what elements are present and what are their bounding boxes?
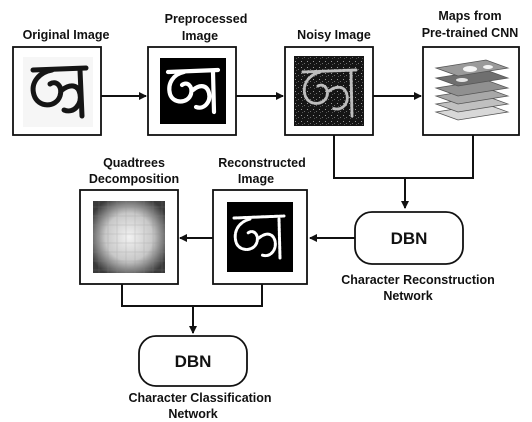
preprocessed-image-label-line1: Preprocessed (165, 12, 248, 26)
original-image-box (12, 46, 102, 136)
classification-network-label-line2: Network (168, 407, 217, 421)
original-image-label: Original Image (23, 28, 110, 42)
preprocessed-glyph (165, 67, 221, 115)
maps-label-line2: Pre-trained CNN (422, 26, 519, 40)
quadtrees-label-line1: Quadtrees (103, 156, 165, 170)
noisy-image-label: Noisy Image (297, 28, 371, 42)
maps-label-line1: Maps from (438, 9, 501, 23)
reconstructed-image-label-line2: Image (238, 172, 274, 186)
reconstructed-image-label-line1: Reconstructed (218, 156, 306, 170)
preprocessed-image-label-line2: Image (182, 29, 218, 43)
quadtrees-decomposition-box (79, 189, 179, 285)
dbn-reconstruction-node: DBN (354, 211, 464, 265)
cnn-feature-maps-box (422, 46, 520, 136)
preprocessed-image-box (147, 46, 237, 136)
connector-noisy-maps-merge (333, 135, 474, 179)
reconstructed-image-box (212, 189, 308, 285)
classification-network-label-line1: Character Classification (128, 391, 271, 405)
reconstruction-network-label-line1: Character Reconstruction (341, 273, 495, 287)
connector-quadtrees-reconstructed-merge (121, 284, 263, 307)
bengali-character-glyph (30, 65, 89, 119)
dbn-classification-node: DBN (138, 335, 248, 387)
noisy-glyph (301, 68, 358, 118)
noisy-image-box (284, 46, 374, 136)
reconstruction-network-label-line2: Network (383, 289, 432, 303)
stacked-feature-maps-icon (434, 59, 510, 121)
quadtrees-label-line2: Decomposition (89, 172, 179, 186)
dbn-reconstruction-label: DBN (391, 229, 428, 248)
reconstructed-glyph (232, 214, 286, 260)
dbn-classification-label: DBN (175, 352, 212, 371)
